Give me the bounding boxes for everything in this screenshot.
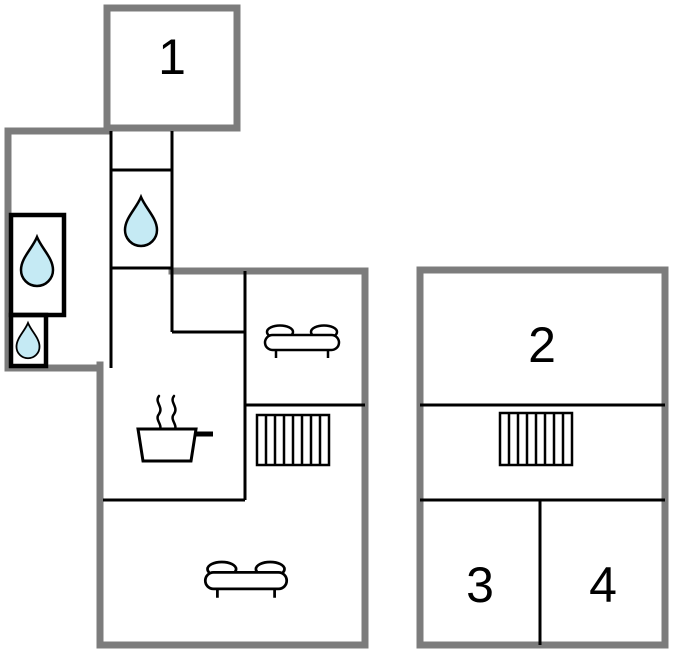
shower-room-wall xyxy=(109,168,174,270)
room-1-exterior-wall xyxy=(103,4,241,132)
stairs-icon xyxy=(255,413,331,467)
steam-line xyxy=(156,394,162,433)
sofa-legs xyxy=(274,350,330,358)
room-4-label: 4 xyxy=(589,557,617,613)
stairs-icon xyxy=(498,411,574,467)
stair-treads xyxy=(264,415,322,465)
sofa-body xyxy=(263,333,341,352)
main-building-exterior-wall xyxy=(96,267,369,649)
exterior-walls xyxy=(4,4,669,649)
stair-treads xyxy=(507,413,565,465)
sofa-icon xyxy=(203,560,289,598)
sofa-legs xyxy=(216,588,276,598)
small-fixture-box xyxy=(8,312,49,369)
sofa-icon xyxy=(263,324,341,358)
cooking-pot-icon xyxy=(136,394,213,463)
fixture-boxes xyxy=(8,212,67,369)
steam-line xyxy=(171,394,177,433)
sofa-body xyxy=(203,571,289,591)
interior-walls xyxy=(103,131,665,645)
room-2-label: 2 xyxy=(528,317,556,373)
water-drops xyxy=(15,193,159,360)
pot-body xyxy=(136,427,198,463)
room-1-label: 1 xyxy=(158,29,186,85)
annex-exterior-wall xyxy=(4,127,111,372)
water-drop-icon xyxy=(123,193,159,248)
right-building-exterior-wall xyxy=(416,266,669,649)
water-drop-icon xyxy=(19,233,55,288)
room-3-label: 3 xyxy=(466,557,494,613)
water-drop-icon xyxy=(15,320,41,360)
